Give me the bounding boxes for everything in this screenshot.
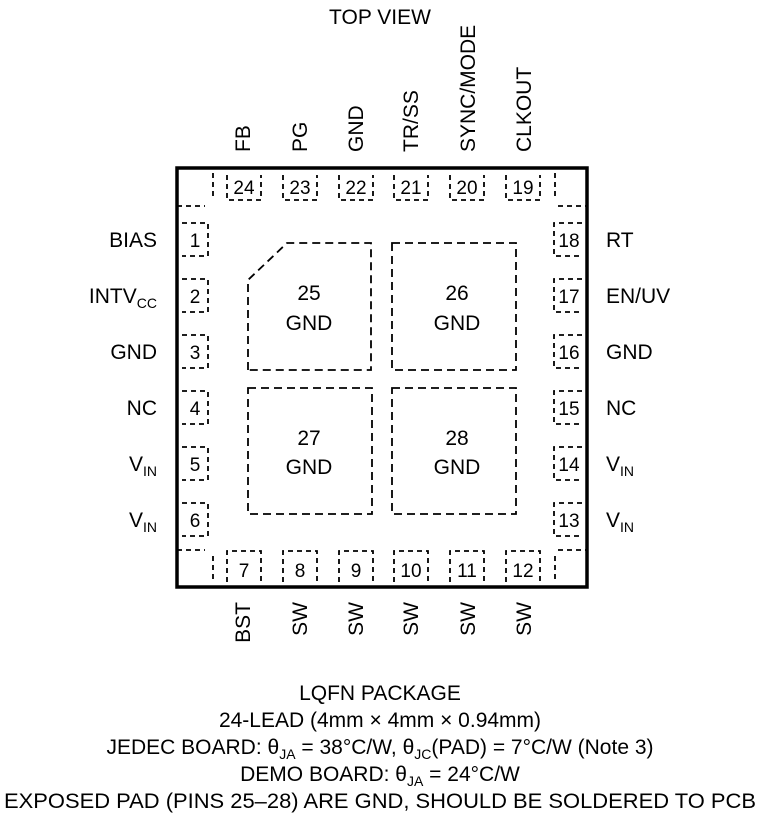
demo-board-line: DEMO BOARD: θJA = 24°C/W — [240, 763, 520, 789]
pin-name: SYNC/MODE — [457, 25, 480, 152]
pin-19: 19 CLKOUT — [505, 67, 541, 201]
pin-number: 17 — [558, 287, 579, 308]
package-outline — [175, 166, 589, 589]
pin-name: BST — [232, 602, 255, 643]
exposed-pads: 25 GND 26 GND 27 GND 28 GND — [247, 242, 517, 515]
pin-name: TR/SS — [400, 90, 423, 152]
pin-number: 11 — [457, 561, 477, 582]
pin-name: VIN — [606, 453, 634, 479]
pin-number: 7 — [239, 561, 250, 582]
pad-28: 28 GND — [391, 387, 517, 515]
lead-dimensions: 24-LEAD (4mm × 4mm × 0.94mm) — [219, 709, 541, 732]
top-view-title: TOP VIEW — [329, 6, 431, 29]
pin-17: 17 EN/UV — [553, 278, 670, 313]
pin-22: 22 GND — [338, 105, 374, 201]
pin-name: VIN — [129, 509, 157, 535]
pin-24: 24 FB — [226, 125, 262, 201]
top-pins: 24 FB 23 PG 22 GND 21 TR/SS 20 SYNC/MODE… — [226, 25, 541, 201]
left-pins: 1 BIAS 2 INTVCC 3 GND 4 NC 5 VIN 6 VIN — [89, 222, 209, 537]
pin-number: 18 — [558, 231, 579, 252]
pin-number: 9 — [351, 561, 362, 582]
pin-number: 1 — [190, 231, 201, 252]
pin-name: NC — [127, 397, 157, 420]
pin-number: 13 — [558, 511, 579, 532]
pin-9: 9 SW — [338, 550, 374, 636]
corner-markers — [177, 173, 587, 583]
pin-name: SW — [345, 602, 368, 636]
pin-number: 16 — [558, 343, 579, 364]
pin-number: 23 — [289, 178, 310, 199]
pin-name: NC — [606, 397, 636, 420]
pin-number: 2 — [190, 287, 201, 308]
pin-number: 22 — [345, 178, 366, 199]
pin-18: 18 RT — [553, 222, 634, 257]
pin-6: 6 VIN — [129, 502, 209, 537]
pin-number: 10 — [400, 561, 421, 582]
pad-number: 27 — [297, 427, 320, 450]
pin-name: VIN — [606, 509, 634, 535]
pad-27: 27 GND — [247, 387, 373, 515]
pin-15: 15 NC — [553, 390, 636, 425]
pin-name: SW — [457, 602, 480, 636]
pad-26: 26 GND — [391, 242, 517, 371]
exposed-pad-note: EXPOSED PAD (PINS 25–28) ARE GND, SHOULD… — [4, 790, 756, 813]
pin-name: RT — [606, 229, 634, 252]
pin-name: GND — [110, 341, 157, 364]
pin-name: FB — [232, 125, 255, 152]
pin-name: SW — [400, 602, 423, 636]
pin-name: GND — [345, 105, 368, 152]
pad-number: 26 — [445, 282, 468, 305]
pin-number: 6 — [190, 511, 201, 532]
pin-21: 21 TR/SS — [393, 90, 429, 201]
pin-number: 15 — [558, 399, 579, 420]
jedec-board-line: JEDEC BOARD: θJA = 38°C/W, θJC(PAD) = 7°… — [106, 736, 653, 762]
bottom-pins: 7 BST 8 SW 9 SW 10 SW 11 SW 12 SW — [226, 550, 541, 643]
pin-number: 19 — [512, 178, 533, 199]
pin-1: 1 BIAS — [109, 222, 209, 257]
pin-number: 14 — [558, 455, 580, 476]
pin-7: 7 BST — [226, 550, 262, 643]
pin-number: 21 — [400, 178, 421, 199]
pad-name: GND — [286, 312, 333, 335]
pin-name: BIAS — [109, 229, 157, 252]
pin-3: 3 GND — [110, 334, 209, 369]
pad-25: 25 GND — [247, 242, 372, 371]
pin-8: 8 SW — [282, 550, 318, 636]
pad-name: GND — [434, 312, 481, 335]
pin-number: 5 — [190, 455, 201, 476]
pin-name: PG — [289, 122, 312, 152]
pin-14: 14 VIN — [553, 446, 634, 481]
pin-number: 20 — [456, 178, 477, 199]
pin-12: 12 SW — [505, 550, 541, 636]
pin-name: CLKOUT — [513, 67, 536, 152]
pin-number: 12 — [512, 561, 533, 582]
package-caption: LQFN PACKAGE 24-LEAD (4mm × 4mm × 0.94mm… — [4, 682, 756, 813]
pin-name: EN/UV — [606, 285, 670, 308]
pin-5: 5 VIN — [129, 446, 209, 481]
pad-name: GND — [434, 456, 481, 479]
right-pins: 18 RT 17 EN/UV 16 GND 15 NC 14 VIN 13 VI… — [553, 222, 670, 537]
pin-name: GND — [606, 341, 653, 364]
pin-23: 23 PG — [282, 122, 318, 201]
pad-number: 25 — [297, 282, 320, 305]
pin-16: 16 GND — [553, 334, 653, 369]
pin-number: 4 — [190, 399, 201, 420]
pad-name: GND — [286, 456, 333, 479]
package-name: LQFN PACKAGE — [299, 682, 461, 705]
pin-13: 13 VIN — [553, 502, 634, 537]
pin-4: 4 NC — [127, 390, 209, 425]
pin-20: 20 SYNC/MODE — [449, 25, 485, 201]
pin-name: SW — [513, 602, 536, 636]
pin-name: INTVCC — [89, 285, 157, 311]
pin-2: 2 INTVCC — [89, 278, 209, 313]
pin-name: SW — [289, 602, 312, 636]
pin-name: VIN — [129, 453, 157, 479]
pin-11: 11 SW — [449, 550, 485, 636]
pin-number: 3 — [190, 343, 201, 364]
pin-number: 8 — [295, 561, 306, 582]
pin-10: 10 SW — [393, 550, 429, 636]
pad-number: 28 — [445, 427, 468, 450]
pin-number: 24 — [233, 178, 255, 199]
